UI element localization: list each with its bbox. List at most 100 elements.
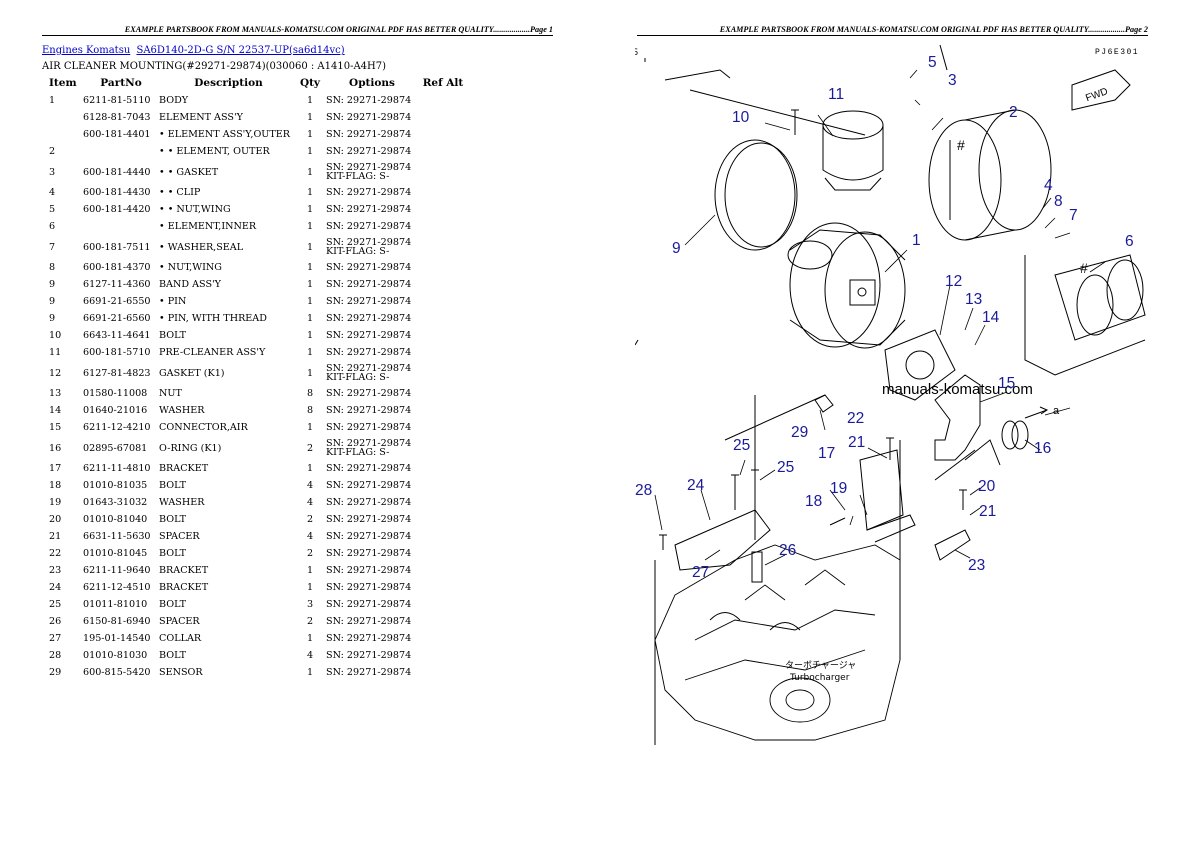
- qty-cell: 1: [306, 146, 314, 157]
- diagram-line: [635, 339, 639, 346]
- sensor: [814, 394, 834, 413]
- item-cell: 21: [49, 531, 62, 542]
- qty-cell: 4: [306, 650, 314, 661]
- column-header-item: Item: [49, 77, 77, 89]
- qty-cell: 1: [306, 129, 314, 140]
- model-link[interactable]: SA6D140-2D-G S/N 22537-UP(sa6d14vc): [136, 45, 345, 56]
- band-clamp: [714, 139, 796, 251]
- partno-cell: [81, 218, 159, 235]
- callout-3: 3: [948, 72, 957, 89]
- refalt-cell: [418, 613, 468, 630]
- partno-cell: 6211-81-5110: [83, 95, 151, 106]
- direction-arrow: [1024, 409, 1048, 419]
- refalt-cell: [418, 310, 468, 327]
- partno-cell: 01010-81035: [83, 480, 148, 491]
- callout-14: 14: [982, 309, 1000, 326]
- brand-link[interactable]: Engines Komatsu: [42, 45, 131, 56]
- hash-mark: #: [957, 137, 965, 153]
- inner-element: [1054, 254, 1146, 341]
- diagram-page: EXAMPLE PARTSBOOK FROM MANUALS-KOMATSU.C…: [595, 0, 1190, 842]
- callout-2: 2: [1009, 104, 1018, 121]
- bracket-23: [934, 529, 971, 561]
- options-cell: SN: 29271-29874: [322, 310, 418, 327]
- options-serial: SN: 29271-29874: [326, 129, 412, 140]
- options-serial: SN: 29271-29874: [326, 313, 412, 324]
- bracket-24: [674, 509, 771, 571]
- options-serial: SN: 29271-29874: [326, 667, 412, 678]
- arrow-letter: a: [1053, 405, 1060, 417]
- partno-cell: 6211-12-4510: [83, 582, 151, 593]
- partno-cell: 600-181-4440: [83, 166, 151, 178]
- item-cell: 25: [49, 599, 62, 610]
- options-kit-flag: KIT-FLAG: S-: [326, 171, 390, 182]
- options-cell: SN: 29271-29874: [322, 647, 418, 664]
- options-serial: SN: 29271-29874: [326, 514, 412, 525]
- description-cell: CONNECTOR,AIR: [159, 422, 248, 433]
- callout-23: 23: [968, 557, 985, 574]
- options-cell: SN: 29271-29874: [322, 419, 418, 436]
- description-cell: • • GASKET: [159, 166, 219, 178]
- qty-cell: 8: [306, 388, 314, 399]
- qty-cell: 1: [306, 279, 314, 290]
- description-cell: BAND ASS'Y: [159, 279, 221, 290]
- callout-5: 5: [928, 54, 937, 71]
- callout-6: 6: [1125, 233, 1134, 250]
- options-serial: SN: 29271-29874: [326, 162, 412, 173]
- callout-22: 22: [847, 410, 864, 427]
- description-cell: SENSOR: [159, 667, 203, 678]
- diagram-code: PJ6E301: [1095, 48, 1139, 57]
- refalt-cell: [418, 327, 468, 344]
- item-cell: 26: [49, 616, 62, 627]
- options-serial: SN: 29271-29874: [326, 582, 412, 593]
- options-serial: SN: 29271-29874: [326, 438, 412, 449]
- qty-cell: 2: [306, 442, 314, 454]
- options-cell: SN: 29271-29874: [322, 276, 418, 293]
- options-serial: SN: 29271-29874: [326, 279, 412, 290]
- partno-cell: 01011-81010: [83, 599, 148, 610]
- callout-11: 11: [828, 86, 844, 103]
- item-cell: 28: [49, 650, 62, 661]
- description-cell: BRACKET: [159, 463, 209, 474]
- description-cell: ELEMENT ASS'Y: [159, 112, 243, 123]
- options-cell: SN: 29271-29874: [322, 259, 418, 276]
- table-header-row: Item PartNo Description Qty Options Ref …: [42, 76, 468, 92]
- parts-list-page: EXAMPLE PARTSBOOK FROM MANUALS-KOMATSU.C…: [42, 25, 553, 681]
- refalt-cell: [418, 160, 468, 184]
- page-header-left: EXAMPLE PARTSBOOK FROM MANUALS-KOMATSU.C…: [42, 25, 553, 36]
- partno-cell: 6211-11-9640: [83, 565, 151, 576]
- qty-cell: 4: [306, 497, 314, 508]
- qty-cell: 2: [306, 514, 314, 525]
- outer-element: [928, 109, 1052, 241]
- item-cell: 13: [49, 388, 62, 399]
- qty-cell: 1: [306, 633, 314, 644]
- turbocharger-jp-label: ターボチャージャ: [785, 660, 856, 671]
- refalt-cell: [418, 579, 468, 596]
- options-serial: SN: 29271-29874: [326, 237, 412, 248]
- callout-9: 9: [672, 240, 681, 257]
- options-serial: SN: 29271-29874: [326, 146, 412, 157]
- options-cell: SN: 29271-29874: [322, 460, 418, 477]
- refalt-cell: [418, 361, 468, 385]
- qty-cell: 3: [306, 599, 314, 610]
- options-cell: SN: 29271-29874: [322, 293, 418, 310]
- qty-cell: 1: [306, 296, 314, 307]
- leader-lines: [654, 69, 1106, 566]
- qty-cell: 1: [306, 582, 314, 593]
- refalt-cell: [418, 664, 468, 681]
- partno-cell: 6211-12-4210: [83, 422, 151, 433]
- options-serial: SN: 29271-29874: [326, 565, 412, 576]
- diagram-line: [1024, 255, 1146, 376]
- callout-21b: 21: [979, 503, 996, 520]
